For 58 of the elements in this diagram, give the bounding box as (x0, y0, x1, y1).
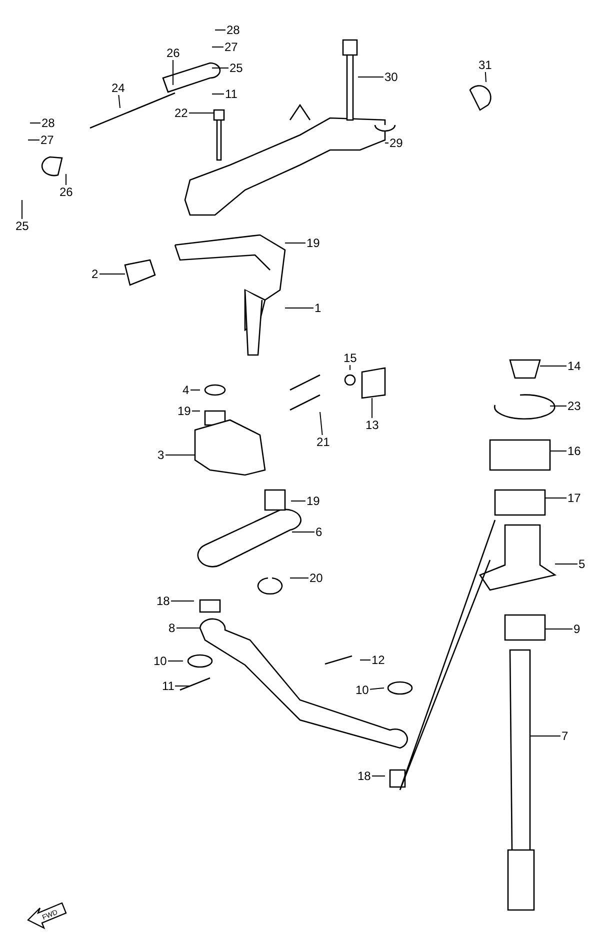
callout-number: 8 (168, 621, 176, 635)
leader-line (188, 112, 214, 114)
callout-number: 3 (156, 448, 166, 462)
leader-line (384, 142, 389, 144)
callout-number: 22 (174, 106, 189, 120)
callout-number: 9 (572, 622, 582, 636)
callout-number: 27 (40, 133, 55, 147)
leader-line (212, 46, 224, 48)
callout-number: 7 (560, 729, 570, 743)
leader-line (172, 60, 174, 86)
callout-number: 6 (314, 525, 324, 539)
leader-line (550, 450, 567, 452)
leader-line (284, 242, 306, 244)
callout-number: 15 (342, 351, 358, 365)
callout-number: 25 (228, 61, 244, 75)
callout-number: 25 (14, 219, 30, 233)
callout-number: 24 (110, 81, 126, 95)
callout-number: 10 (354, 683, 370, 697)
callout-number: 19 (306, 236, 321, 250)
callout-number: 19 (306, 494, 321, 508)
callout-number: 5 (578, 557, 586, 571)
callout-number: 17 (566, 491, 582, 505)
callout-number: 12 (370, 653, 386, 667)
leader-line (369, 688, 384, 690)
callout-number: 21 (316, 435, 331, 449)
callout-number: 26 (166, 46, 181, 60)
callout-number: 29 (388, 136, 404, 150)
leader-line (191, 410, 200, 412)
callout-number: 1 (314, 301, 322, 315)
callout-number: 18 (156, 594, 171, 608)
callout-number: 4 (182, 383, 190, 397)
callout-number: 23 (566, 399, 582, 413)
leader-line (544, 628, 573, 630)
leader-line (484, 72, 486, 82)
callout-number: 31 (478, 58, 493, 72)
leader-line (320, 412, 323, 436)
callout-number: 16 (566, 444, 582, 458)
callout-number: 18 (356, 769, 372, 783)
callout-number: 11 (224, 87, 238, 101)
callout-number: 28 (40, 116, 56, 130)
leader-line (30, 122, 41, 124)
leader-line (358, 76, 384, 78)
callout-number: 14 (566, 359, 582, 373)
leader-line (165, 454, 196, 456)
callout-number: 13 (364, 418, 380, 432)
callout-number: 26 (58, 185, 74, 199)
callout-number: 27 (224, 40, 239, 54)
callout-number: 19 (176, 404, 192, 418)
leader-line (290, 500, 306, 502)
leader-line (167, 660, 184, 662)
callout-number: 2 (90, 267, 100, 281)
callout-number: 28 (226, 23, 241, 37)
callout-number: 11 (161, 679, 176, 693)
callout-number: 10 (152, 654, 168, 668)
callout-number: 30 (384, 70, 399, 84)
leader-line (170, 600, 194, 602)
callout-number: 20 (308, 571, 324, 585)
leader-line (118, 94, 120, 108)
